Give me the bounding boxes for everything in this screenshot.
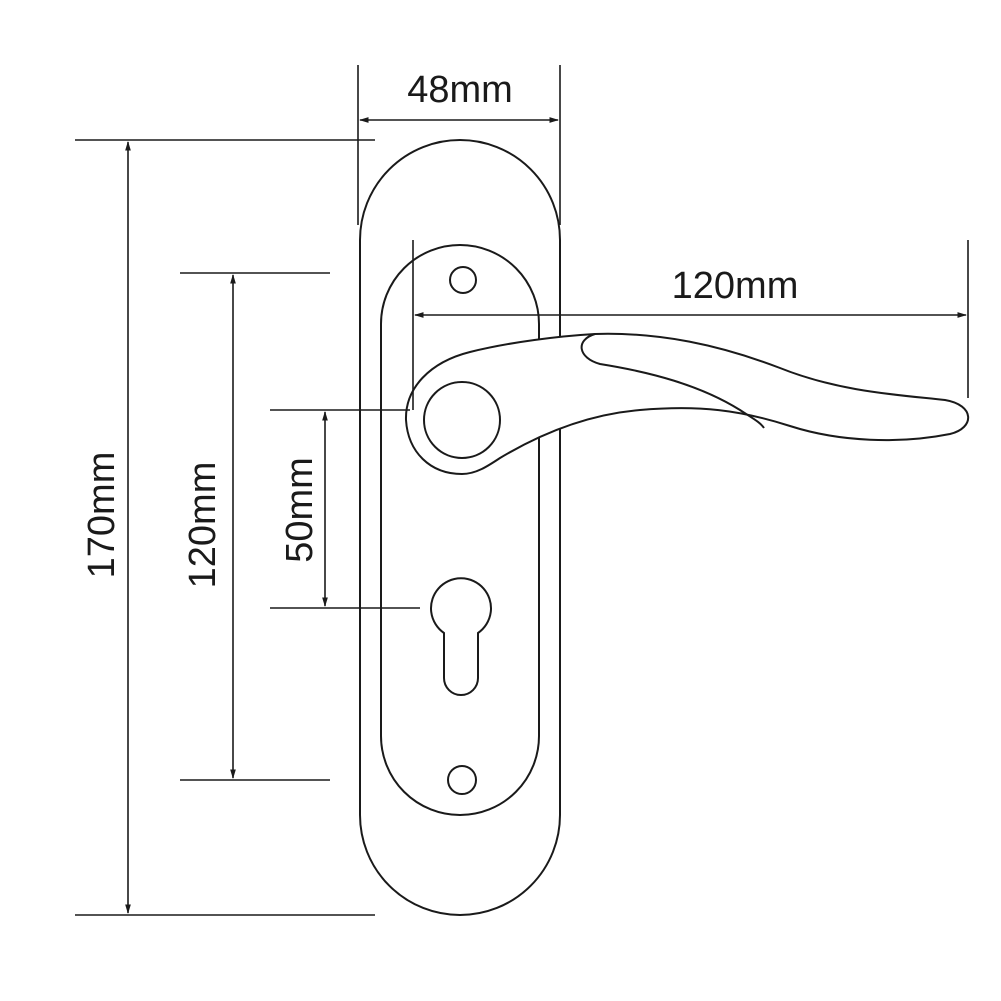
lever-groove bbox=[580, 333, 765, 429]
top-screw-hole bbox=[449, 266, 477, 294]
screw-spacing-label: 120mm bbox=[182, 462, 224, 589]
lever-handle bbox=[404, 332, 970, 476]
handle-keyhole-label: 50mm bbox=[279, 457, 321, 563]
lever-length-label: 120mm bbox=[672, 265, 799, 307]
width-label: 48mm bbox=[407, 69, 513, 111]
height-label: 170mm bbox=[81, 452, 123, 579]
rosette-ring bbox=[423, 381, 501, 459]
keyhole bbox=[430, 577, 492, 696]
bottom-screw-hole bbox=[447, 765, 477, 795]
backplate-inner bbox=[380, 244, 540, 816]
backplate-outer bbox=[359, 139, 561, 916]
